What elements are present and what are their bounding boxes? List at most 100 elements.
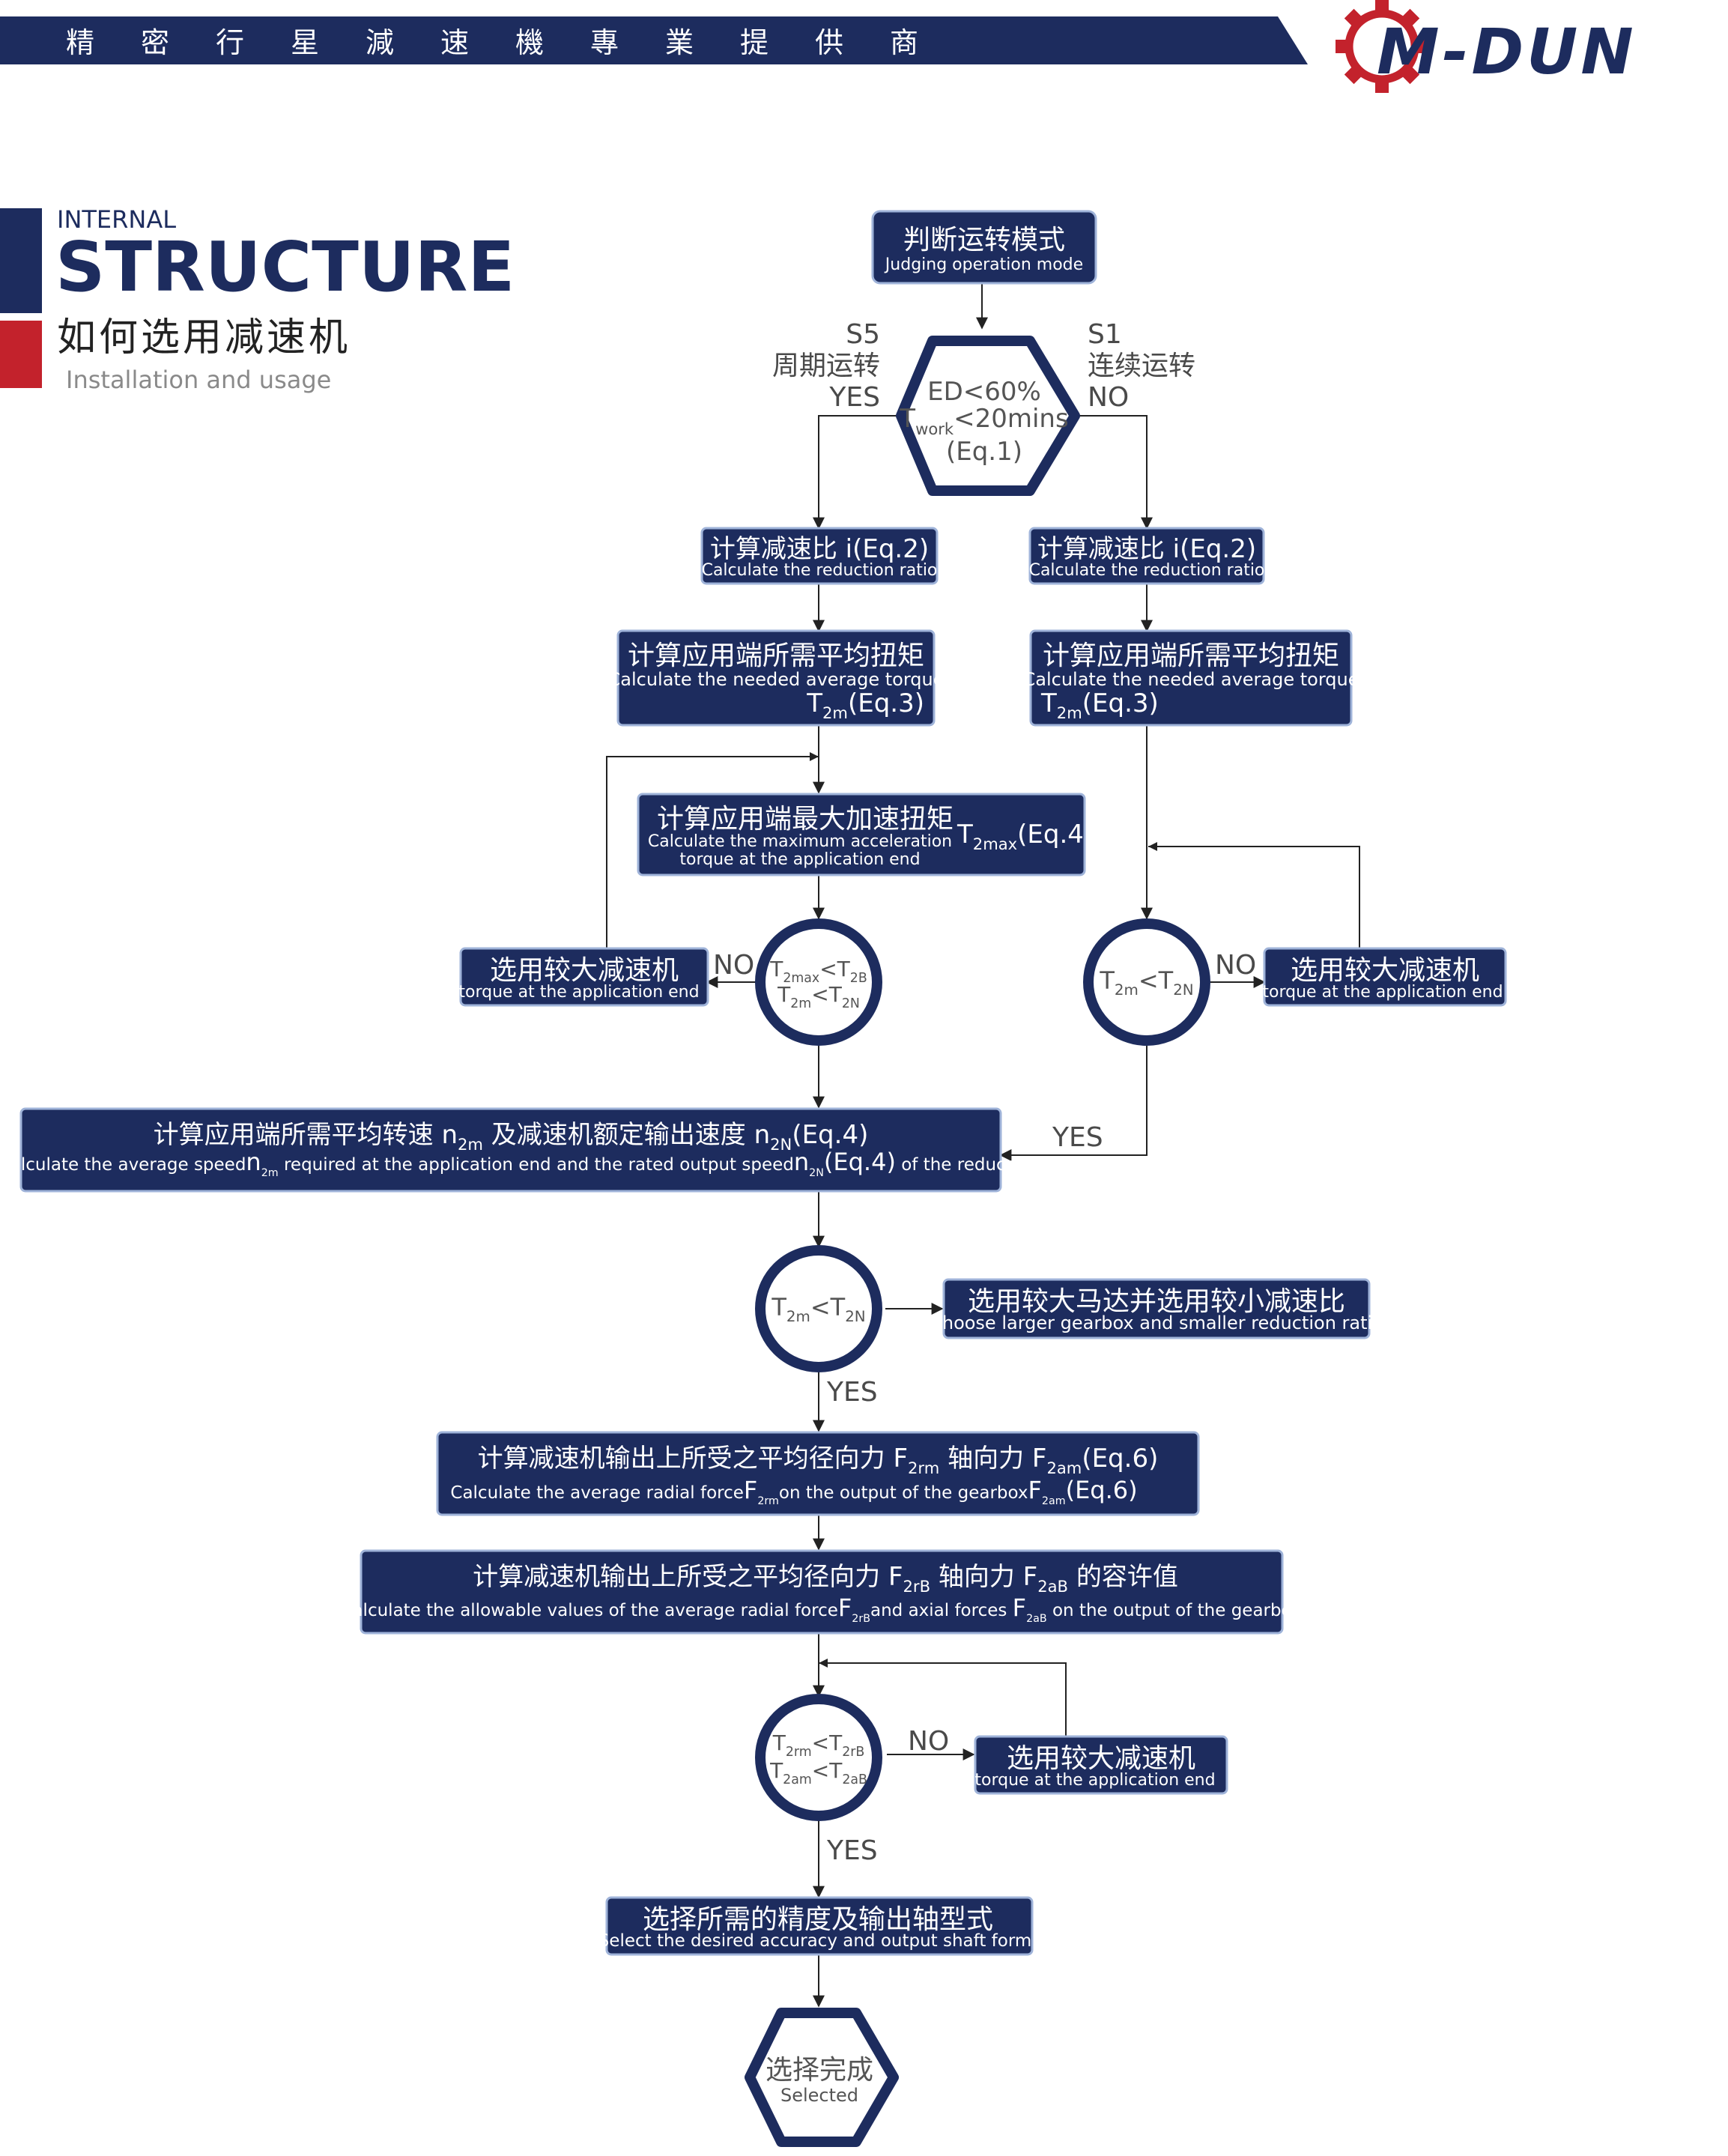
max-torque-en: torque at the application end: [679, 850, 920, 869]
section-subtitle: Installation and usage: [66, 366, 331, 394]
speed-en: Calculate the average speedn2m required …: [0, 1148, 1024, 1179]
torque-cn: 计算应用端所需平均扭矩: [628, 641, 924, 671]
ratio-box-right: 计算减速比 i(Eq.2) Calculate the reduction ra…: [1028, 527, 1265, 585]
title-accent-red: [0, 321, 42, 388]
banner-char: 商: [890, 26, 918, 59]
end-cn: 选择完成: [766, 2055, 873, 2086]
banner-char: 行: [216, 26, 244, 59]
torque-en: Calculate the needed average torque: [608, 669, 945, 690]
connector: [1148, 846, 1360, 950]
accuracy-en: Select the desired accuracy and output s…: [598, 1931, 1032, 1951]
decision-max-torque: T2max<T2B T2m<T2N: [755, 918, 882, 1046]
accuracy-box: 选择所需的精度及输出轴型式 Select the desired accurac…: [598, 1896, 1034, 1956]
banner-char: 業: [665, 26, 694, 59]
radial-en: Calculate the average radial forceF2rmon…: [450, 1476, 1137, 1507]
banner-char: 機: [515, 26, 544, 59]
connector-arrowhead: [1148, 842, 1157, 851]
decision-text: T2am<T2aB: [769, 1758, 867, 1787]
ratio-en: Calculate the reduction ratio: [1029, 561, 1265, 580]
decision-text: T2m<T2N: [777, 982, 860, 1011]
larger-en: torque at the application end: [974, 1771, 1215, 1790]
ratio-box-left: 计算减速比 i(Eq.2) Calculate the reduction ra…: [700, 527, 939, 585]
banner-char: 密: [141, 26, 169, 59]
accuracy-cn: 选择所需的精度及输出轴型式: [643, 1904, 993, 1935]
decision-average-torque: T2m<T2N: [1083, 918, 1210, 1046]
allowable-cn: 计算减速机输出上所受之平均径向力 F2rB 轴向力 F2aB 的容许值: [473, 1562, 1178, 1596]
decision-text: Twork<20mins: [899, 404, 1068, 438]
decision-text: T2rm<T2rB: [772, 1730, 865, 1760]
start-en: Judging operation mode: [884, 255, 1083, 274]
motor-en: Choose larger gearbox and smaller reduct…: [930, 1312, 1383, 1333]
branch-cn: 连续运转: [1088, 351, 1195, 381]
yes-label: YES: [826, 1835, 878, 1866]
decision-text: T2max<T2B: [769, 957, 867, 986]
larger-gearbox-box-left: 选用较大减速机 torque at the application end: [458, 947, 709, 1007]
allowable-en: Calculate the allowable values of the av…: [340, 1593, 1301, 1625]
larger-cn: 选用较大减速机: [490, 955, 679, 986]
banner-char: 精: [66, 26, 94, 59]
ratio-en: Calculate the reduction ratio: [702, 561, 938, 580]
branch-cn: 周期运转: [772, 351, 880, 381]
larger-gearbox-box-right: 选用较大减速机 torque at the application end: [1262, 947, 1507, 1007]
allowable-force-box: 计算减速机输出上所受之平均径向力 F2rB 轴向力 F2aB 的容许值 Calc…: [340, 1549, 1302, 1635]
speed-box: 计算应用端所需平均转速 n2m 及减速机额定输出速度 n2N(Eq.4) Cal…: [0, 1107, 1024, 1193]
section-title: STRUCTURE: [55, 227, 515, 307]
branch-answer: YES: [828, 382, 880, 413]
ratio-cn: 计算减速比 i(Eq.2): [1037, 534, 1256, 564]
torque-box-left: 计算应用端所需平均扭矩 Calculate the needed average…: [608, 629, 945, 727]
connectors: [606, 282, 1360, 2008]
company-logo: M-DUN: [1336, 0, 1637, 93]
max-torque-cn: 计算应用端最大加速扭矩: [657, 804, 954, 835]
max-torque-box: 计算应用端最大加速扭矩 Calculate the maximum accele…: [637, 793, 1094, 876]
connector: [999, 1046, 1148, 1161]
end-en: Selected: [780, 2085, 858, 2106]
branch-mode: S5: [846, 319, 880, 350]
banner-char: 提: [740, 26, 768, 59]
banner-char: 速: [440, 26, 469, 59]
end-terminal: 选择完成 Selected: [745, 2008, 899, 2147]
logo-text: M-DUN: [1377, 15, 1637, 88]
decision-text: ED<60%: [927, 377, 1041, 407]
section-cn-title: 如何选用减速机: [57, 315, 351, 360]
yes-label: YES: [1052, 1122, 1103, 1153]
larger-en: torque at the application end: [458, 983, 699, 1002]
banner-char: 供: [815, 26, 843, 59]
header-banner: [0, 16, 1308, 64]
no-label: NO: [908, 1726, 949, 1757]
start-box: 判断运转模式 Judging operation mode: [871, 210, 1097, 285]
torque-box-right: 计算应用端所需平均扭矩 Calculate the needed average…: [1023, 629, 1359, 727]
decision-rated-speed: T2m<T2N: [755, 1245, 882, 1372]
title-accent-navy: [0, 208, 42, 313]
connector-arrowhead: [810, 752, 819, 761]
branch-label-left: S5 周期运转 YES: [772, 319, 880, 413]
connector: [819, 1662, 1067, 1738]
decision-operation-mode: ED<60% Twork<20mins (Eq.1): [896, 336, 1080, 496]
ratio-cn: 计算减速比 i(Eq.2): [710, 534, 929, 564]
no-label: NO: [1215, 950, 1256, 981]
connector: [813, 415, 901, 530]
banner-char: 減: [366, 26, 394, 59]
yes-label: YES: [826, 1377, 878, 1408]
connector-arrowhead: [819, 1659, 828, 1668]
speed-cn: 计算应用端所需平均转速 n2m 及减速机额定输出速度 n2N(Eq.4): [154, 1120, 869, 1154]
branch-label-right: S1 连续运转 NO: [1088, 319, 1195, 413]
branch-mode: S1: [1088, 319, 1122, 350]
larger-en: torque at the application end: [1262, 983, 1503, 1002]
decision-text: (Eq.1): [946, 437, 1022, 467]
radial-force-box: 计算减速机输出上所受之平均径向力 F2rm 轴向力 F2am(Eq.6) Cal…: [436, 1431, 1200, 1516]
connector: [606, 756, 819, 950]
torque-formula: T2m(Eq.3): [806, 688, 924, 722]
larger-motor-box: 选用较大马达并选用较小减速比 Choose larger gearbox and…: [930, 1278, 1383, 1339]
section-eyebrow: INTERNAL: [57, 205, 176, 234]
larger-gearbox-box-bottom: 选用较大减速机 torque at the application end: [974, 1735, 1228, 1795]
max-torque-formula: T2max(Eq.4): [957, 820, 1094, 853]
larger-cn: 选用较大减速机: [1007, 1743, 1195, 1774]
banner-char: 專: [590, 26, 619, 59]
larger-cn: 选用较大减速机: [1291, 955, 1479, 986]
decision-force: T2rm<T2rB T2am<T2aB: [755, 1694, 882, 1821]
torque-cn: 计算应用端所需平均扭矩: [1043, 641, 1339, 671]
banner-text: 精 密 行 星 減 速 機 專 業 提 供 商: [66, 26, 918, 59]
branch-answer: NO: [1088, 382, 1129, 413]
torque-en: Calculate the needed average torque: [1023, 669, 1359, 690]
